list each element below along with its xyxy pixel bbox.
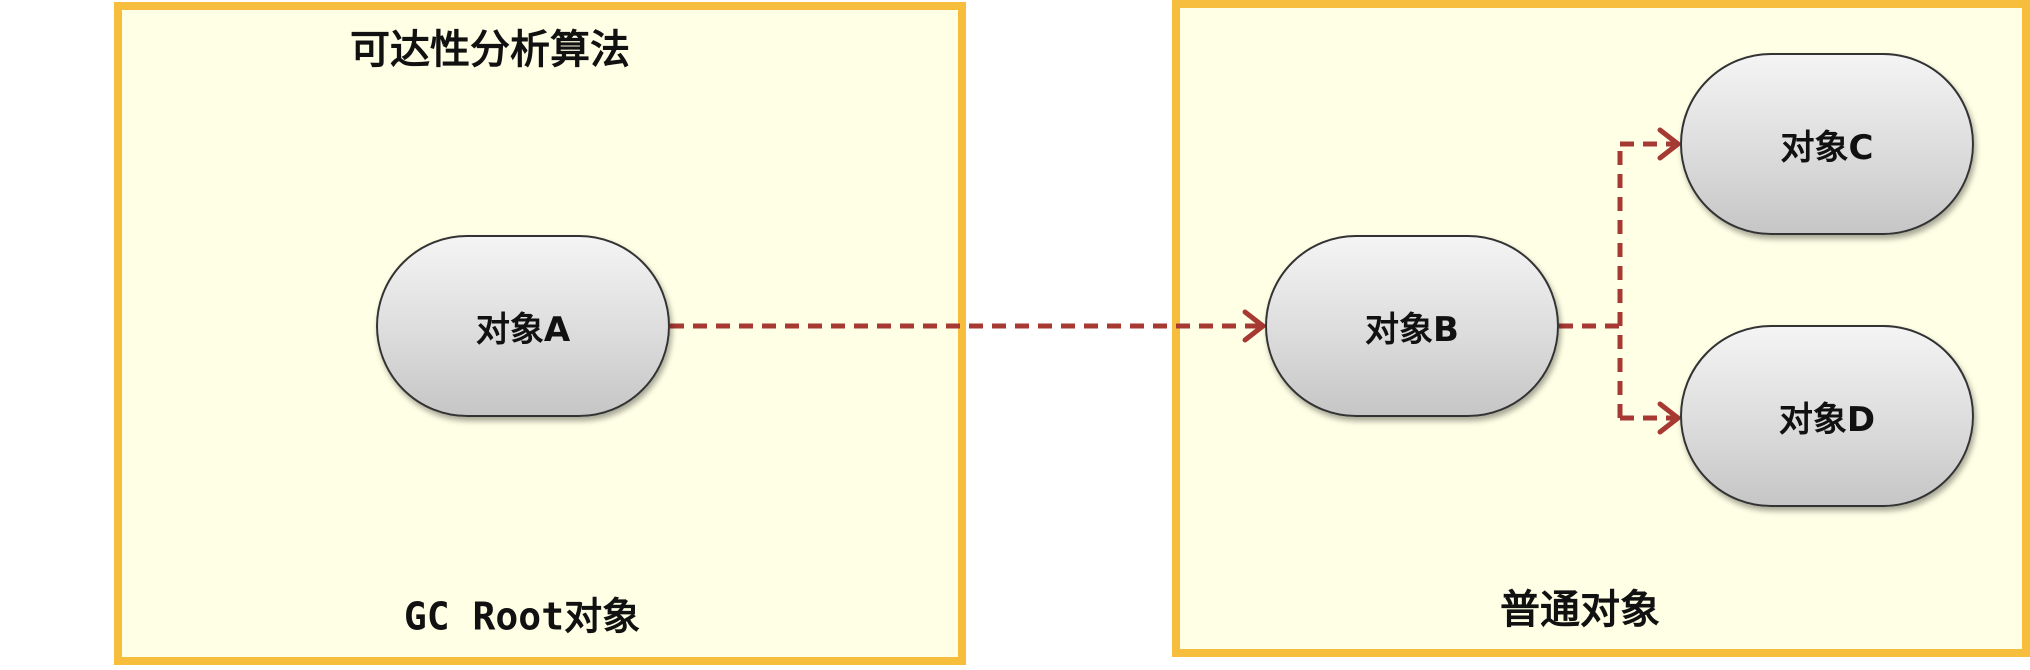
node-object-c-label: 对象C bbox=[1780, 127, 1874, 168]
node-object-d-label: 对象D bbox=[1778, 399, 1876, 440]
node-object-a: 对象A bbox=[376, 235, 670, 417]
arrowhead-d bbox=[1657, 401, 1681, 435]
gc-root-caption: GC Root对象 bbox=[403, 594, 641, 639]
node-object-b-label: 对象B bbox=[1365, 309, 1459, 350]
arrowhead-b bbox=[1242, 309, 1266, 343]
node-object-d: 对象D bbox=[1680, 325, 1974, 507]
ordinary-objects-caption: 普通对象 bbox=[1500, 587, 1660, 633]
node-object-a-label: 对象A bbox=[475, 309, 571, 350]
node-object-b: 对象B bbox=[1265, 235, 1559, 417]
arrowhead-c bbox=[1657, 127, 1681, 161]
node-object-c: 对象C bbox=[1680, 53, 1974, 235]
diagram-title: 可达性分析算法 bbox=[350, 27, 630, 73]
